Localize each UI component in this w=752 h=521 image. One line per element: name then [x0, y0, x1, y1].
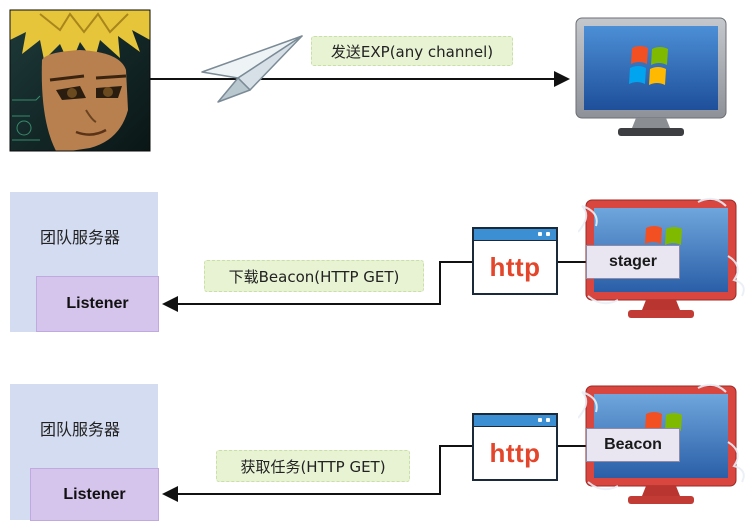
listener-box: Listener — [30, 468, 159, 521]
stager-tag: stager — [586, 245, 680, 279]
http-text: http — [489, 251, 541, 282]
paper-plane-icon — [201, 35, 303, 103]
fetch-task-label: 获取任务(HTTP GET) — [216, 450, 410, 482]
browser-window-icon: http — [472, 413, 558, 481]
beacon-tag: Beacon — [586, 428, 680, 462]
send-exp-label: 发送EXP(any channel) — [311, 36, 513, 66]
http-text: http — [489, 437, 541, 468]
listener-box: Listener — [36, 276, 159, 332]
windows-monitor-icon — [575, 17, 727, 136]
team-server-title: 团队服务器 — [39, 228, 120, 247]
browser-window-icon: http — [472, 227, 558, 295]
team-server-title: 团队服务器 — [39, 420, 120, 439]
download-beacon-label: 下载Beacon(HTTP GET) — [204, 260, 424, 292]
